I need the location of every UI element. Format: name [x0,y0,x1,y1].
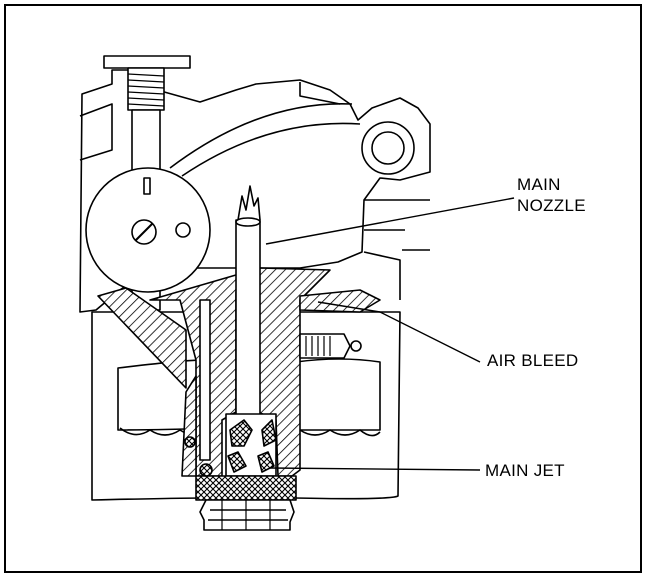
main-jet-assembly [184,413,297,501]
idle-mixture-screw [299,333,362,359]
leader-lines [265,197,515,471]
carburetor-drawing [79,55,515,531]
leader-air-bleed [317,301,481,363]
fuel-passage [199,299,211,461]
figure-border [4,4,642,573]
main-nozzle-label: MAIN NOZZLE [517,174,586,216]
leader-main-nozzle [265,197,515,245]
leader-main-jet [269,467,481,471]
throttle-plate [85,167,211,293]
main-jet-label: MAIN JET [485,461,565,480]
air-bleed-label: AIR BLEED [487,351,579,370]
main-nozzle-label-line1: MAIN [517,175,561,194]
bowl-nut [199,499,295,531]
main-nozzle-label-line2: NOZZLE [517,196,586,215]
